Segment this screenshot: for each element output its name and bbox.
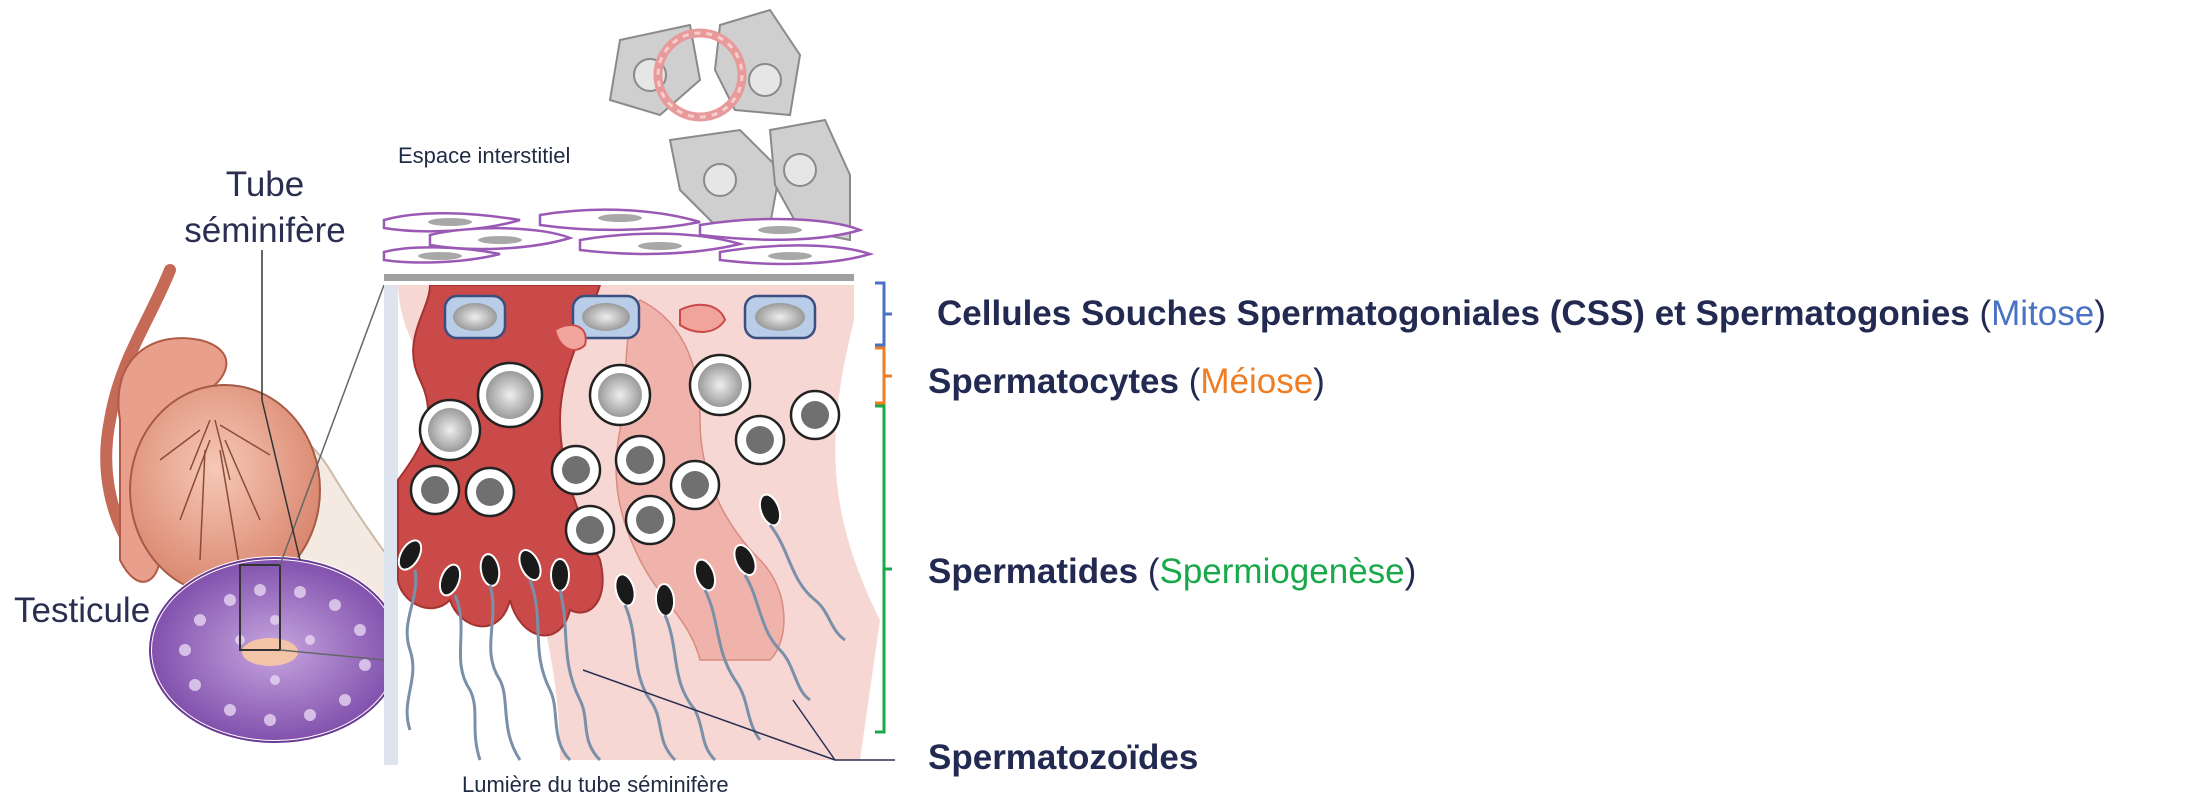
testis-anatomy [106,250,420,742]
stage-label-spermatocytes: Spermatocytes (Méiose) [928,362,1325,402]
basement-membrane [384,274,854,281]
paren-close: ) [1405,552,1417,591]
interstitial-space-label: Espace interstitiel [398,143,570,169]
tube-label-line-1: Tube [170,162,360,208]
stage-name-spermatozoides: Spermatozoïdes [928,738,1198,777]
paren-open: ( [1980,294,1992,333]
stage-label-css: Cellules Souches Spermatogoniales (CSS) … [937,294,2106,334]
tube-label-line-2: séminifère [170,208,360,254]
paren-close: ) [1313,362,1325,401]
process-meiose: Méiose [1200,362,1313,401]
stage-name-css: Cellules Souches Spermatogoniales (CSS) … [937,294,1970,333]
testicle-label: Testicule [14,588,150,634]
stage-name-spermatocytes: Spermatocytes [928,362,1179,401]
tubule-lumen-center [242,638,298,666]
epithelium-panel [384,10,904,765]
paren-close: ) [2094,294,2106,333]
stage-name-spermatides: Spermatides [928,552,1138,591]
paren-open: ( [1189,362,1201,401]
lumen-label: Lumière du tube séminifère [462,772,729,798]
stage-label-spermatozoides: Spermatozoïdes [928,738,1198,778]
paren-open: ( [1148,552,1160,591]
stage-label-spermatides: Spermatides (Spermiogenèse) [928,552,1416,592]
tube-label: Tube séminifère [170,162,360,254]
process-spermiogenese: Spermiogenèse [1159,552,1404,591]
process-mitose: Mitose [1991,294,2094,333]
